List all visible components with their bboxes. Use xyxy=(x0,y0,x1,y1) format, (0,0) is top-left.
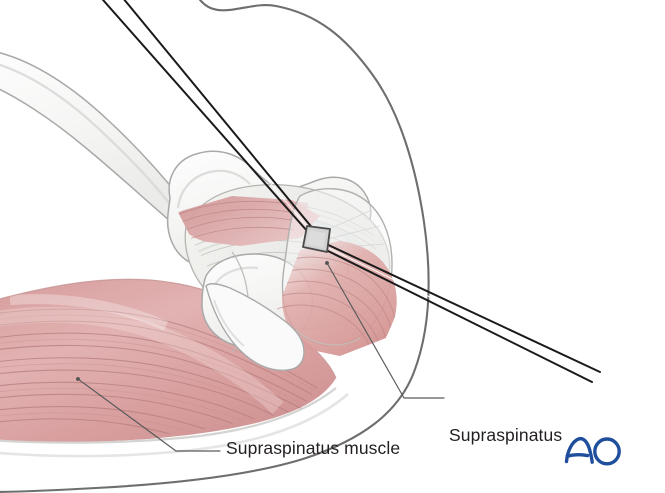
body-contour-group xyxy=(0,0,430,493)
lower-guide-wire xyxy=(321,241,601,383)
ao-logo xyxy=(564,436,621,466)
label-supraspinatus-muscle: Supraspinatus muscle xyxy=(226,438,401,458)
upper-guide-wire xyxy=(101,0,315,233)
label-supraspinatus-tendon: Supraspinatus tendon xyxy=(449,378,562,493)
humeral-shaft-bone xyxy=(205,283,305,371)
clavicle-bone xyxy=(0,52,183,227)
muscle-leader-line xyxy=(76,377,221,452)
label-supraspinatus-tendon-line1: Supraspinatus xyxy=(449,425,563,446)
portal-window-incision xyxy=(302,225,331,253)
muscle-fibers xyxy=(0,294,330,440)
tendon-leader-line xyxy=(325,261,445,399)
